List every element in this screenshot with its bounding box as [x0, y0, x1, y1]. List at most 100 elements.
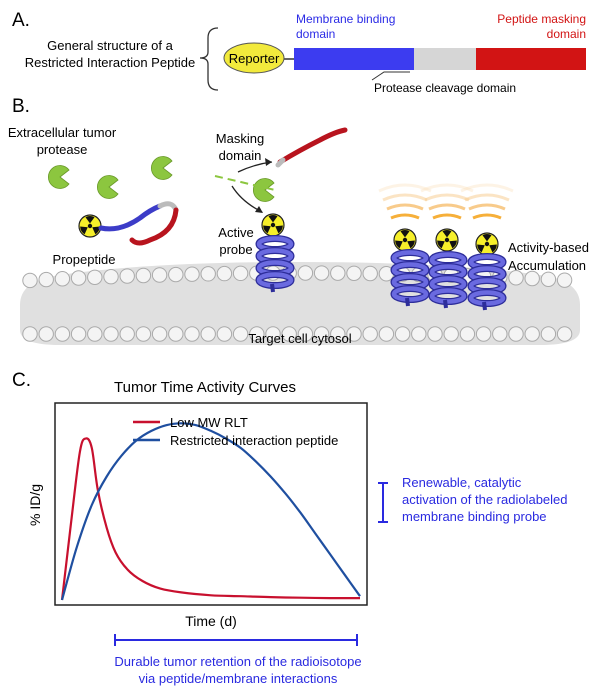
- chart-title: Tumor Time Activity Curves: [114, 379, 296, 396]
- propeptide-label: Propeptide: [53, 252, 116, 267]
- membrane-bead: [22, 272, 38, 289]
- legend-label-rip: Restricted interaction peptide: [170, 433, 338, 448]
- radioactive-icon: [393, 228, 417, 252]
- panel-c: C. Tumor Time Activity Curves Low MW RLT…: [12, 370, 568, 686]
- pacman-protease-icon: [150, 156, 173, 180]
- series-line-restricted-peptide: [60, 422, 361, 601]
- series-line-low-mw-rlt: [60, 437, 361, 601]
- membrane-bead: [524, 270, 540, 287]
- reporter-label: Reporter: [229, 51, 280, 66]
- reporter-ellipse: [223, 42, 285, 74]
- membrane-bead: [87, 269, 103, 285]
- propeptide-blue-segment: [98, 203, 163, 232]
- bottom-bracket: [114, 634, 358, 646]
- masking-label-line1: Masking: [216, 131, 264, 146]
- membrane-bead: [216, 326, 233, 342]
- membrane-bead: [249, 326, 265, 342]
- membrane-bead: [200, 266, 216, 282]
- legend-label-low-mw: Low MW RLT: [170, 415, 248, 430]
- membrane-bead: [346, 326, 362, 342]
- bottom-note-line2: via peptide/membrane interactions: [139, 671, 338, 686]
- panel-b-label: B.: [12, 96, 30, 117]
- membrane-bead: [508, 326, 524, 342]
- membrane-bead: [313, 265, 330, 281]
- arrowhead-masking: [265, 158, 272, 166]
- membrane-bead: [297, 265, 314, 281]
- radioactive-icon: [475, 232, 499, 256]
- helix-icon: [394, 253, 426, 307]
- accumulation-label-line2: Accumulation: [508, 258, 586, 273]
- cleavage-bar: [414, 48, 476, 70]
- membrane-bead: [54, 326, 71, 342]
- membrane-bead: [297, 326, 314, 342]
- membrane-bead: [475, 326, 492, 342]
- masking-domain-label-line2: domain: [547, 27, 586, 41]
- membrane-bead: [38, 271, 54, 288]
- panel-a-label: A.: [12, 10, 30, 31]
- membrane-bead: [151, 326, 168, 342]
- membrane-bead: [443, 326, 459, 342]
- membrane-binding-bar: [294, 48, 414, 70]
- membrane-bead: [70, 270, 87, 286]
- bottom-note-line1: Durable tumor retention of the radioisot…: [114, 654, 361, 669]
- membrane-bead: [54, 271, 71, 287]
- released-cleavage-stub: [275, 157, 286, 168]
- membrane-bead: [232, 265, 249, 282]
- membrane-bead: [70, 326, 87, 342]
- masking-label-line2: domain: [219, 148, 262, 163]
- membrane-bead: [459, 326, 476, 342]
- x-axis-label: Time (d): [185, 613, 237, 629]
- membrane-bead: [524, 326, 540, 342]
- pacman-protease-icon: [96, 175, 119, 199]
- membrane-bead: [200, 326, 216, 342]
- membrane-domain-label-line1: Membrane binding: [296, 12, 395, 26]
- right-note-line1: Renewable, catalytic: [402, 475, 522, 490]
- membrane-beads-bottom: [22, 326, 573, 342]
- membrane-bead: [411, 326, 427, 342]
- panel-a: A. General structure of a Restricted Int…: [12, 10, 586, 95]
- membrane-bead: [556, 272, 573, 288]
- panel-b: B. Extracellular tumor protease Propepti…: [8, 96, 589, 346]
- membrane-bead: [265, 326, 281, 342]
- cytosol-label: Target cell cytosol: [248, 331, 351, 346]
- released-masking-domain: [277, 127, 348, 165]
- plot-series: [60, 422, 361, 601]
- membrane-beads-top: [22, 265, 573, 289]
- propeptide-red-segment: [129, 207, 179, 246]
- membrane-bead: [119, 268, 135, 284]
- membrane-bead: [540, 271, 557, 287]
- helix-icon: [259, 239, 291, 293]
- protease-label-line1: Extracellular tumor: [8, 125, 117, 140]
- masking-domain-label-line1: Peptide masking: [497, 12, 586, 26]
- membrane-bead: [168, 266, 184, 283]
- membrane-bead: [103, 326, 119, 342]
- membrane-bead: [330, 326, 346, 342]
- membrane-bead: [362, 265, 378, 282]
- membrane-bead: [168, 326, 184, 342]
- helix-icon: [471, 257, 503, 311]
- right-bracket: [378, 482, 388, 523]
- membrane-bead: [87, 326, 103, 342]
- membrane-bead: [508, 270, 524, 286]
- curly-brace: [199, 27, 219, 91]
- right-note-line2: activation of the radiolabeled: [402, 492, 568, 507]
- pacman-protease-icon: [47, 165, 70, 189]
- membrane-bead: [103, 268, 119, 285]
- membrane-bead: [427, 326, 443, 342]
- membrane-bead: [394, 326, 411, 342]
- panel-a-title-line1: General structure of a: [47, 38, 173, 53]
- radioactive-icon: [78, 214, 102, 238]
- membrane-bead: [281, 326, 297, 342]
- membrane-bead: [556, 326, 573, 342]
- helix-icon: [432, 255, 464, 309]
- membrane-bead: [362, 326, 378, 342]
- protease-label-line2: protease: [37, 142, 88, 157]
- membrane-bead: [135, 326, 152, 342]
- panel-c-label: C.: [12, 370, 31, 391]
- membrane-bead: [38, 326, 54, 342]
- membrane-bead: [119, 326, 135, 342]
- y-axis-label: % ID/g: [27, 484, 43, 526]
- propeptide-grey-segment: [157, 201, 179, 213]
- cleavage-dashes: [214, 175, 276, 191]
- panel-a-title-line2: Restricted Interaction Peptide: [25, 55, 196, 70]
